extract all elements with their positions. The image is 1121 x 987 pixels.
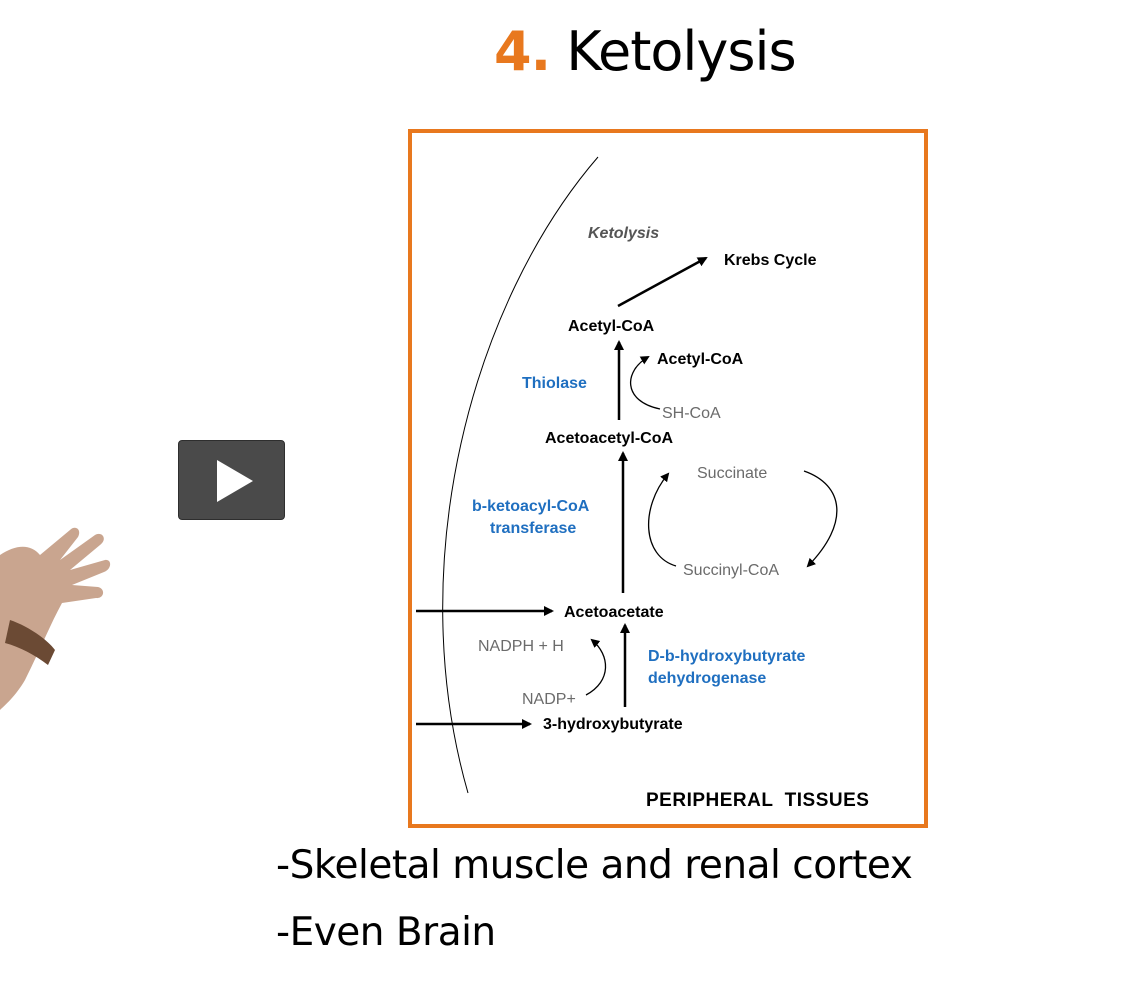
label-acetoacetate: Acetoacetate: [564, 604, 664, 621]
label-hydroxybutyrate: 3-hydroxybutyrate: [543, 716, 683, 733]
arrow-sh-coa-cycle: [630, 355, 661, 410]
label-acetoacetyl-coa: Acetoacetyl-CoA: [545, 430, 673, 447]
label-dehydrogenase-line2: dehydrogenase: [648, 670, 766, 687]
label-nadp: NADP+: [522, 691, 576, 708]
label-succinate: Succinate: [697, 465, 767, 482]
play-icon: [217, 460, 253, 502]
title-number: 4.: [494, 20, 551, 83]
play-button[interactable]: [178, 440, 285, 520]
arrow-to-krebs: [617, 256, 708, 308]
label-nadph: NADPH + H: [478, 638, 564, 655]
label-sh-coa: SH-CoA: [662, 405, 721, 422]
label-acetyl-coa-main: Acetyl-CoA: [568, 318, 655, 335]
ketolysis-diagram: Ketolysis Krebs Cycle Acetyl-CoA Acetyl-…: [416, 156, 869, 811]
label-transferase-line2: transferase: [490, 520, 576, 537]
diagram-frame: Ketolysis Krebs Cycle Acetyl-CoA Acetyl-…: [408, 129, 928, 828]
label-peripheral-tissues: PERIPHERAL TISSUES: [646, 790, 869, 811]
label-transferase-line1: b-ketoacyl-CoA: [472, 498, 590, 515]
label-dehydrogenase-line1: D-b-hydroxybutyrate: [648, 648, 805, 665]
membrane-line: [442, 156, 599, 794]
bullet-item: -Even Brain: [276, 910, 496, 955]
slide-title: 4. Ketolysis: [494, 20, 797, 83]
arrow-nadp-cycle: [585, 638, 607, 696]
title-text: Ketolysis: [566, 20, 796, 83]
label-succinyl-coa: Succinyl-CoA: [683, 562, 779, 579]
bullet-item: -Skeletal muscle and renal cortex: [276, 843, 913, 888]
arrow-succinyl-to-succinate: [648, 472, 677, 567]
label-thiolase: Thiolase: [522, 375, 587, 392]
label-acetyl-coa-side: Acetyl-CoA: [657, 351, 744, 368]
arrow-succinate-to-succinyl: [803, 470, 838, 568]
diagram-heading: Ketolysis: [588, 225, 659, 242]
label-krebs-cycle: Krebs Cycle: [724, 252, 817, 269]
presenter-hand: [0, 515, 120, 715]
